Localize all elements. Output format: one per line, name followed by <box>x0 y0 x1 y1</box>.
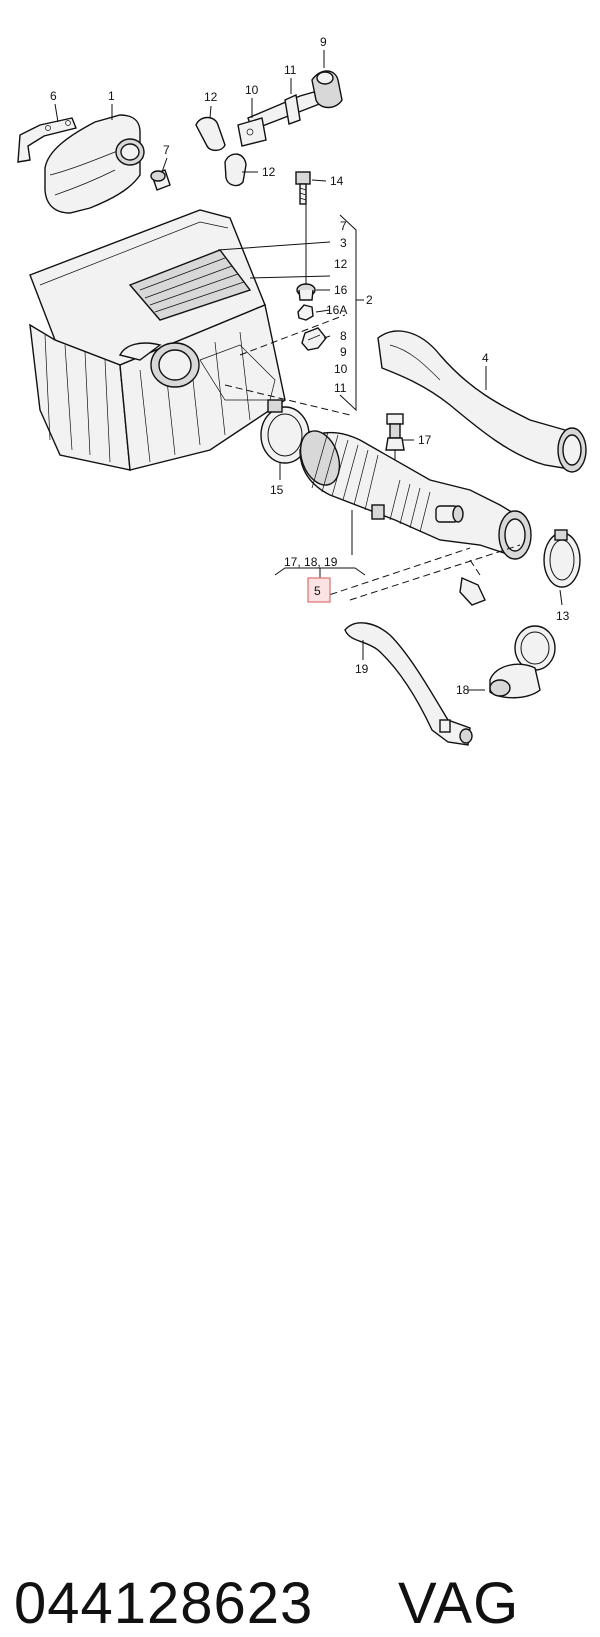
callout-17-18-19: 17, 18, 19 <box>284 555 338 569</box>
callout-2: 2 <box>366 293 373 307</box>
callout-7-list: 7 <box>340 219 347 233</box>
callout-7: 7 <box>163 143 170 157</box>
callout-4: 4 <box>482 351 489 365</box>
callout-6: 6 <box>50 89 57 103</box>
callout-17: 17 <box>418 433 432 447</box>
callout-9-list: 9 <box>340 345 347 359</box>
hose-clamp-part-15 <box>260 399 310 464</box>
highlighted-part-5: 5 <box>307 577 331 603</box>
callout-12-top: 12 <box>204 90 218 104</box>
callout-11: 11 <box>284 63 297 77</box>
intake-duct-part-4 <box>377 330 587 473</box>
nut-part-16a <box>297 304 314 321</box>
exploded-parts-diagram: 6 1 7 9 11 10 12 12 14 7 3 12 16 2 16A 8… <box>0 0 600 780</box>
callout-16: 16 <box>334 283 348 297</box>
elbow-hose-part-18 <box>459 576 556 699</box>
callout-3: 3 <box>340 236 347 250</box>
callout-14: 14 <box>330 174 344 188</box>
callout-12-list: 12 <box>334 257 348 271</box>
sensor-part-17 <box>385 413 405 470</box>
corrugated-intake-hose-part-5 <box>299 430 532 560</box>
callout-5: 5 <box>314 584 321 598</box>
resonator-part-1 <box>44 114 145 214</box>
callout-labels: 6 1 7 9 11 10 12 12 14 7 3 12 16 2 16A 8… <box>50 35 570 697</box>
callout-11-list: 11 <box>334 381 347 395</box>
hose-part-19 <box>344 622 473 746</box>
hose-clamp-part-13 <box>543 529 581 588</box>
callout-12-mid: 12 <box>262 165 276 179</box>
clip-part-8 <box>301 327 327 351</box>
callout-13: 13 <box>556 609 570 623</box>
callout-15: 15 <box>270 483 284 497</box>
brand-name: VAG <box>398 1571 520 1636</box>
grommet-part-7 <box>150 169 171 191</box>
callout-18: 18 <box>456 683 470 697</box>
callout-10: 10 <box>245 83 259 97</box>
grommet-part-16 <box>296 283 316 301</box>
air-filter-housing <box>29 209 286 471</box>
caption-bar: 044128623 VAG <box>0 780 600 1636</box>
leader-lines <box>54 50 563 691</box>
callout-1: 1 <box>108 89 115 103</box>
callout-10-list: 10 <box>334 362 348 376</box>
bracket-part-6 <box>17 117 77 163</box>
callout-9: 9 <box>320 35 327 49</box>
callout-8: 8 <box>340 329 347 343</box>
valve-assembly-parts-9-12 <box>195 70 343 187</box>
callout-16a: 16A <box>326 303 347 317</box>
callout-19: 19 <box>355 662 369 676</box>
bolt-part-14 <box>295 171 311 205</box>
part-number: 044128623 <box>14 1571 314 1636</box>
